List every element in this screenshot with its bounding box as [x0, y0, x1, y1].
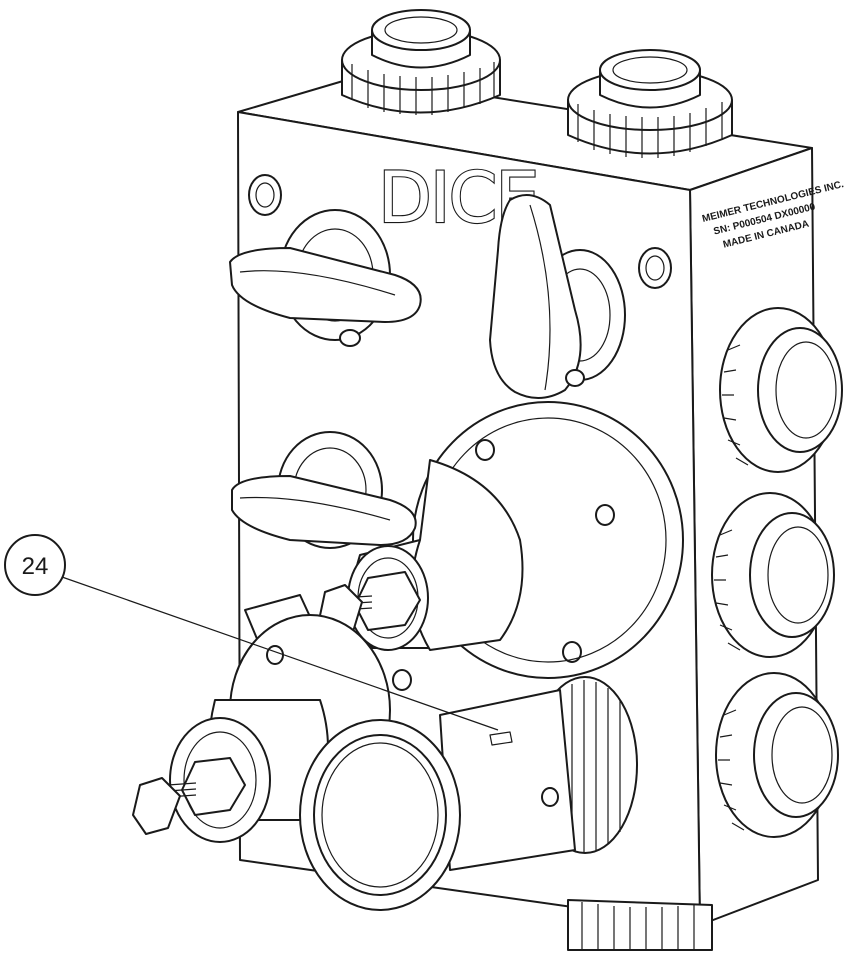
regulator-bolt — [392, 439, 615, 691]
valve-handle-lower-left — [231, 431, 417, 549]
top-fitting-right — [567, 49, 733, 158]
callout-number: 24 — [22, 553, 49, 580]
regulator-upper — [317, 401, 684, 691]
callout-bubble — [4, 534, 66, 596]
front-gauge-valve — [299, 676, 638, 911]
side-fitting-2 — [711, 492, 835, 658]
top-fitting-left — [341, 9, 501, 115]
regulator-lower — [132, 594, 391, 843]
valve-handle-upper-right — [489, 194, 626, 399]
mount-hole-left — [248, 174, 282, 216]
bottom-fitting — [567, 899, 713, 951]
callout-leader-line — [61, 576, 499, 731]
callout-24: 24 — [4, 534, 499, 731]
side-fitting-3 — [715, 672, 839, 838]
side-fitting-1 — [719, 307, 843, 473]
valve-handle-upper-left — [229, 209, 422, 347]
mount-hole-right — [638, 247, 672, 289]
